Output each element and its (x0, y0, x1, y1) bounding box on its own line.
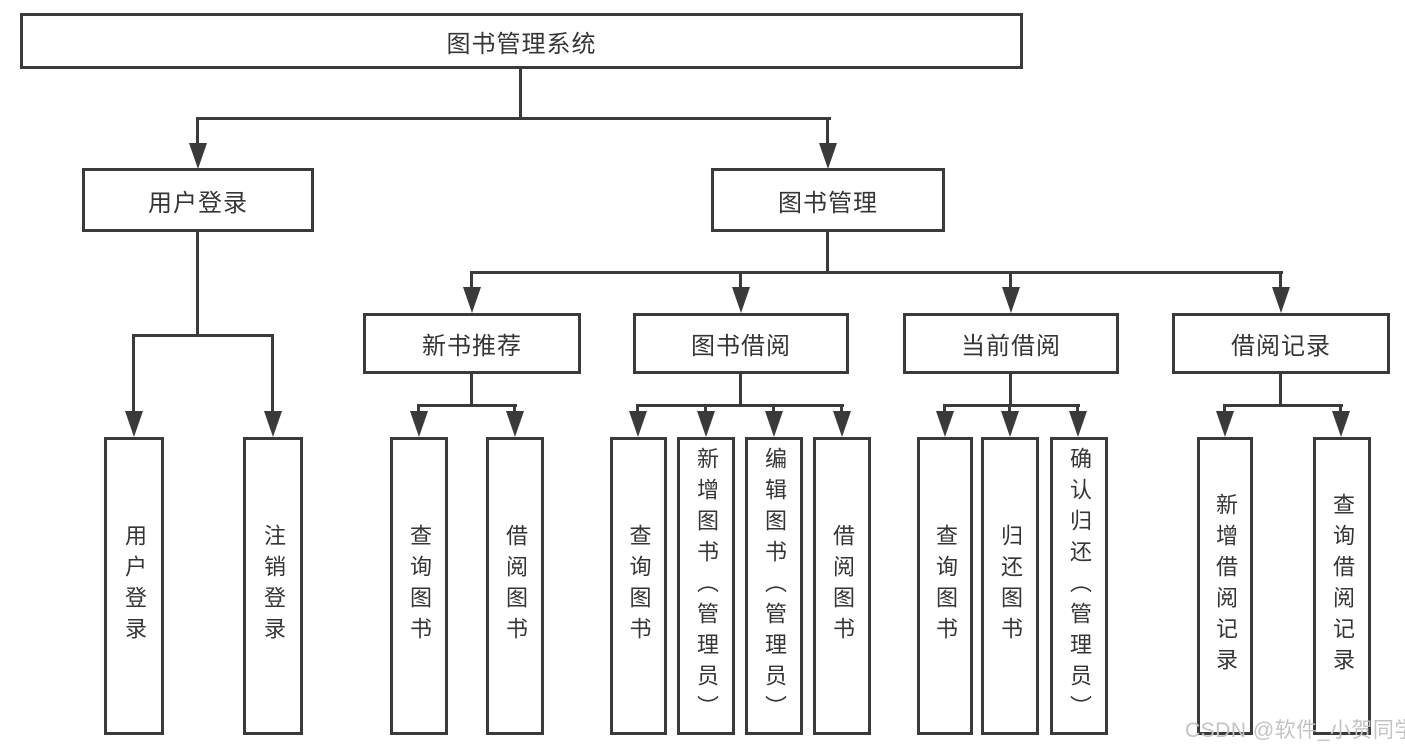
connector-segment (772, 404, 775, 413)
connector-segment (1339, 404, 1342, 413)
connector-segment (271, 334, 274, 413)
connector-segment (739, 373, 742, 406)
node-confirm-return-admin: 确认归还（管理员） (1050, 437, 1108, 735)
connector-segment (132, 334, 274, 337)
node-user-login: 用户登录 (82, 168, 314, 232)
connector-segment (1009, 373, 1012, 406)
node-query-borrow-record: 查询借阅记录 (1313, 437, 1371, 735)
node-book-management: 图书管理 (711, 168, 945, 232)
connector-segment (826, 117, 829, 145)
node-user-login-leaf: 用户登录 (104, 437, 164, 735)
node-return-books: 归还图书 (981, 437, 1039, 735)
connector-segment (943, 404, 1080, 407)
node-label: 新增图书（管理员） (694, 446, 719, 726)
node-label: 新增借阅记录 (1213, 493, 1238, 679)
connector-segment (1223, 404, 1343, 407)
connector-segment (1008, 404, 1011, 413)
node-label: 查询借阅记录 (1330, 493, 1355, 679)
connector-segment (519, 69, 522, 119)
node-borrow-books-leaf: 借阅图书 (813, 437, 871, 735)
node-label: 图书管理 (778, 189, 878, 217)
connector-segment (197, 117, 831, 120)
arrow-down-icon (1002, 287, 1020, 313)
arrow-down-icon (125, 411, 143, 437)
node-label: 图书管理系统 (446, 30, 597, 58)
arrow-down-icon (410, 411, 428, 437)
arrow-down-icon (1332, 411, 1350, 437)
node-label: 查询图书 (407, 524, 432, 648)
connector-segment (196, 232, 199, 336)
connector-segment (636, 404, 844, 407)
node-label: 借阅记录 (1231, 333, 1331, 360)
node-query-books-borrow: 查询图书 (610, 437, 667, 735)
connector-segment (636, 404, 639, 413)
node-label: 新书推荐 (422, 333, 522, 360)
arrow-down-icon (629, 411, 647, 437)
connector-segment (826, 232, 829, 274)
arrow-down-icon (1069, 411, 1087, 437)
node-add-borrow-record: 新增借阅记录 (1197, 437, 1253, 735)
connector-segment (132, 334, 135, 413)
node-borrow-books-recommend: 借阅图书 (486, 437, 544, 735)
arrow-down-icon (1216, 411, 1234, 437)
connector-segment (704, 404, 707, 413)
arrow-down-icon (1001, 411, 1019, 437)
node-label: 借阅图书 (830, 524, 855, 648)
node-label: 确认归还（管理员） (1067, 446, 1092, 726)
node-label: 借阅图书 (503, 524, 528, 648)
connector-segment (417, 404, 420, 413)
connector-segment (1223, 404, 1226, 413)
arrow-down-icon (833, 411, 851, 437)
arrow-down-icon (732, 287, 750, 313)
connector-segment (739, 271, 742, 289)
node-label: 查询图书 (626, 524, 652, 648)
node-borrow-records: 借阅记录 (1172, 313, 1390, 374)
node-label: 归还图书 (998, 524, 1023, 648)
arrow-down-icon (189, 143, 207, 169)
arrow-down-icon (1272, 287, 1290, 313)
node-query-books-current: 查询图书 (917, 437, 973, 735)
connector-segment (513, 404, 516, 413)
arrow-down-icon (765, 411, 783, 437)
arrow-down-icon (264, 411, 282, 437)
node-label: 当前借阅 (961, 333, 1061, 360)
connector-segment (1279, 373, 1282, 406)
node-edit-book-admin: 编辑图书（管理员） (745, 437, 803, 735)
node-query-books-recommend: 查询图书 (390, 437, 448, 735)
arrow-down-icon (819, 143, 837, 169)
connector-segment (1076, 404, 1079, 413)
connector-segment (1279, 271, 1282, 289)
node-add-book-admin: 新增图书（管理员） (677, 437, 735, 735)
connector-segment (470, 271, 1283, 274)
connector-segment (470, 271, 473, 289)
node-label: 注销登录 (261, 524, 286, 648)
node-label: 图书借阅 (691, 333, 791, 360)
node-new-book-recommend: 新书推荐 (363, 313, 581, 374)
connector-segment (196, 117, 199, 145)
node-book-borrow: 图书借阅 (633, 313, 849, 374)
connector-segment (470, 373, 473, 406)
arrow-down-icon (506, 411, 524, 437)
connector-segment (1009, 271, 1012, 289)
node-label: 查询图书 (933, 524, 958, 648)
arrow-down-icon (936, 411, 954, 437)
node-label: 用户登录 (148, 189, 248, 217)
connector-segment (417, 404, 517, 407)
connector-segment (840, 404, 843, 413)
node-library-system: 图书管理系统 (20, 13, 1023, 69)
watermark: CSDN @软件_小贺同学 (1185, 719, 1405, 742)
node-current-borrow: 当前借阅 (903, 313, 1119, 374)
arrow-down-icon (697, 411, 715, 437)
node-label: 用户登录 (122, 524, 147, 648)
arrow-down-icon (463, 287, 481, 313)
node-logout: 注销登录 (243, 437, 303, 735)
connector-segment (943, 404, 946, 413)
node-label: 编辑图书（管理员） (762, 446, 787, 726)
